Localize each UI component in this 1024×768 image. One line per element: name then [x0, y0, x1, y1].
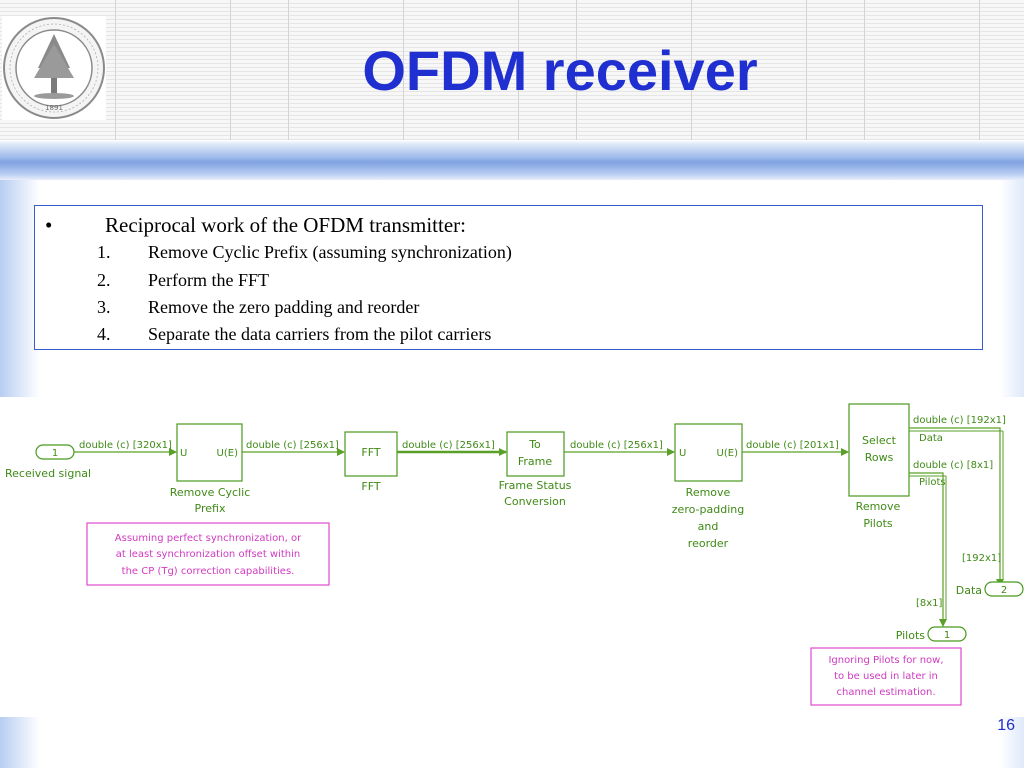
- list-item-text: Perform the FFT: [148, 270, 269, 290]
- fft-block[interactable]: [344, 431, 398, 477]
- block-port-out: U(E): [217, 448, 239, 459]
- block-label: Remove Cyclic: [170, 486, 251, 499]
- inport-label: Received signal: [5, 467, 91, 480]
- list-item-number: 1.: [97, 242, 111, 262]
- outport-number: 2: [1001, 585, 1007, 596]
- output-port-label: Data: [919, 433, 943, 444]
- block-label: Frame Status: [499, 479, 572, 492]
- block-inner-label: Rows: [865, 451, 894, 464]
- block-inner-label: To: [528, 438, 541, 451]
- header-grid-line: [518, 0, 519, 140]
- block-label: Pilots: [863, 517, 893, 530]
- block-label: zero-padding: [672, 503, 744, 516]
- note-line: Ignoring Pilots for now,: [828, 655, 943, 666]
- block-label: FFT: [361, 480, 380, 493]
- block-label: Remove: [686, 486, 731, 499]
- header-grid-line: [806, 0, 807, 140]
- block-port-in: U: [679, 448, 686, 459]
- signal-label: double (c) [256x1]: [570, 440, 663, 451]
- bullet-icon: •: [45, 213, 53, 237]
- list-item-text: Remove Cyclic Prefix (assuming synchroni…: [148, 242, 512, 262]
- outport-number: 1: [944, 630, 950, 641]
- signal-wire: [909, 427, 1004, 587]
- outport-label: Pilots: [896, 629, 926, 642]
- note-line: channel estimation.: [836, 687, 935, 698]
- signal-label: [192x1]: [962, 553, 1001, 564]
- list-item-number: 3.: [97, 297, 111, 317]
- block-label: Conversion: [504, 495, 566, 508]
- sync-annotation-note: [86, 522, 330, 586]
- slide-header: 1891 OFDM receiver: [0, 0, 1024, 140]
- page-number: 16: [997, 717, 1015, 734]
- outport-pilots[interactable]: [927, 626, 967, 642]
- pilots-annotation-note: [810, 647, 962, 706]
- block-label: Remove: [856, 500, 901, 513]
- list-item-number: 4.: [97, 324, 111, 344]
- list-item-text: Separate the data carriers from the pilo…: [148, 324, 492, 344]
- signal-wire: [909, 472, 947, 627]
- outport-data[interactable]: [984, 581, 1024, 597]
- block-port-in: U: [180, 448, 187, 459]
- signal-label: double (c) [201x1]: [746, 440, 839, 451]
- header-grid-line: [230, 0, 231, 140]
- note-line: at least synchronization offset within: [116, 549, 301, 560]
- block-inner-label: Select: [862, 434, 897, 447]
- list-item-text: Remove the zero padding and reorder: [148, 297, 420, 317]
- note-line: to be used in later in: [834, 671, 938, 682]
- signal-label: double (c) [256x1]: [402, 440, 495, 451]
- header-grid-line: [691, 0, 692, 140]
- signal-label: double (c) [192x1]: [913, 415, 1006, 426]
- block-label: Prefix: [195, 502, 226, 515]
- header-grid-line: [979, 0, 980, 140]
- output-port-label: Pilots: [919, 477, 946, 488]
- header-grid-line: [864, 0, 865, 140]
- block-inner-label: FFT: [361, 446, 380, 459]
- simulink-diagram: 1 Received signal double (c) [320x1] U U…: [0, 397, 1024, 717]
- inport-number: 1: [52, 448, 58, 459]
- select-rows-block[interactable]: [848, 403, 910, 497]
- main-bullet-text: Reciprocal work of the OFDM transmitter:: [105, 213, 466, 237]
- receiver-block-diagram: 1 Received signal double (c) [320x1] U U…: [5, 403, 1024, 706]
- block-inner-label: Frame: [518, 455, 553, 468]
- signal-label: double (c) [8x1]: [913, 460, 993, 471]
- slide-title: OFDM receiver: [362, 39, 758, 102]
- to-frame-block[interactable]: [506, 431, 565, 477]
- header-grid-line: [288, 0, 289, 140]
- signal-label: double (c) [256x1]: [246, 440, 339, 451]
- signal-label: double (c) [320x1]: [79, 440, 172, 451]
- outport-label: Data: [956, 584, 982, 597]
- signal-label: [8x1]: [916, 598, 943, 609]
- header-band: [0, 140, 1024, 180]
- header-grid-line: [403, 0, 404, 140]
- block-label: and: [698, 520, 719, 533]
- list-item-number: 2.: [97, 270, 111, 290]
- note-line: the CP (Tg) correction capabilities.: [122, 566, 295, 577]
- note-line: Assuming perfect synchronization, or: [115, 533, 302, 544]
- block-port-out: U(E): [717, 448, 739, 459]
- remove-zero-padding-block[interactable]: [674, 423, 743, 482]
- stanford-seal-logo: 1891: [2, 16, 106, 120]
- bullet-text-box: • Reciprocal work of the OFDM transmitte…: [34, 205, 983, 350]
- header-grid-line: [115, 0, 116, 140]
- seal-year: 1891: [45, 104, 63, 112]
- block-label: reorder: [688, 537, 729, 550]
- seal-icon: 1891: [3, 17, 105, 119]
- header-grid-line: [576, 0, 577, 140]
